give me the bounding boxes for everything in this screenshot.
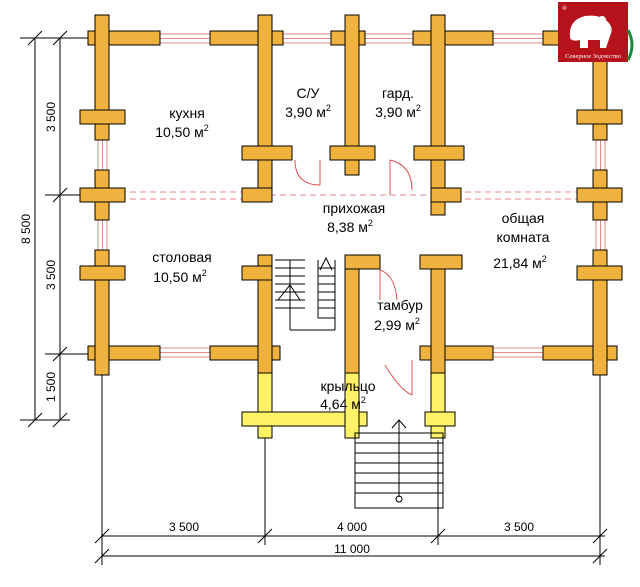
logo-registered: ® (562, 5, 567, 12)
dining-area: 10,50 м2 (153, 268, 207, 285)
dim-total-width: 11 000 (334, 542, 370, 556)
wc-name: С/У (297, 85, 320, 101)
dim-left-top: 3 500 (44, 102, 58, 132)
dimension-lines-left (20, 30, 105, 428)
wardrobe-name: гард. (382, 85, 414, 101)
living-area: 21,84 м2 (493, 254, 547, 271)
outside-stairs (354, 419, 444, 509)
wc-area: 3,90 м2 (285, 103, 331, 120)
hall-name: прихожая (323, 200, 385, 216)
log-walls (79, 14, 623, 376)
dim-left-total: 8 500 (19, 214, 33, 244)
logo-text: Северное Зодчество (565, 53, 621, 60)
dim-left-bottom: 1 500 (44, 372, 58, 402)
dim-bottom-left: 3 500 (169, 520, 199, 534)
vestibule-name: тамбур (377, 297, 423, 313)
porch-area: 4,64 м2 (320, 395, 366, 412)
dim-bottom-mid: 4 000 (337, 520, 367, 534)
kitchen-area: 10,50 м2 (155, 123, 209, 140)
vestibule-area: 2,99 м2 (374, 316, 420, 333)
company-logo: ® Северное Зодчество (558, 2, 640, 62)
wardrobe-area: 3,90 м2 (375, 103, 421, 120)
doors (294, 159, 413, 396)
dim-left-mid: 3 500 (44, 260, 58, 290)
living-name: общая (502, 210, 545, 226)
bear-icon (569, 15, 612, 49)
porch-logs (241, 372, 456, 439)
living-name-2: комната (497, 229, 550, 245)
dining-name: столовая (152, 249, 212, 265)
porch-name: крыльцо (320, 378, 375, 394)
hall-area: 8,38 м2 (327, 218, 373, 235)
dim-bottom-right: 3 500 (504, 520, 534, 534)
beam-lines (110, 191, 595, 200)
interior-stairs (275, 256, 336, 331)
kitchen-name: кухня (169, 105, 205, 121)
